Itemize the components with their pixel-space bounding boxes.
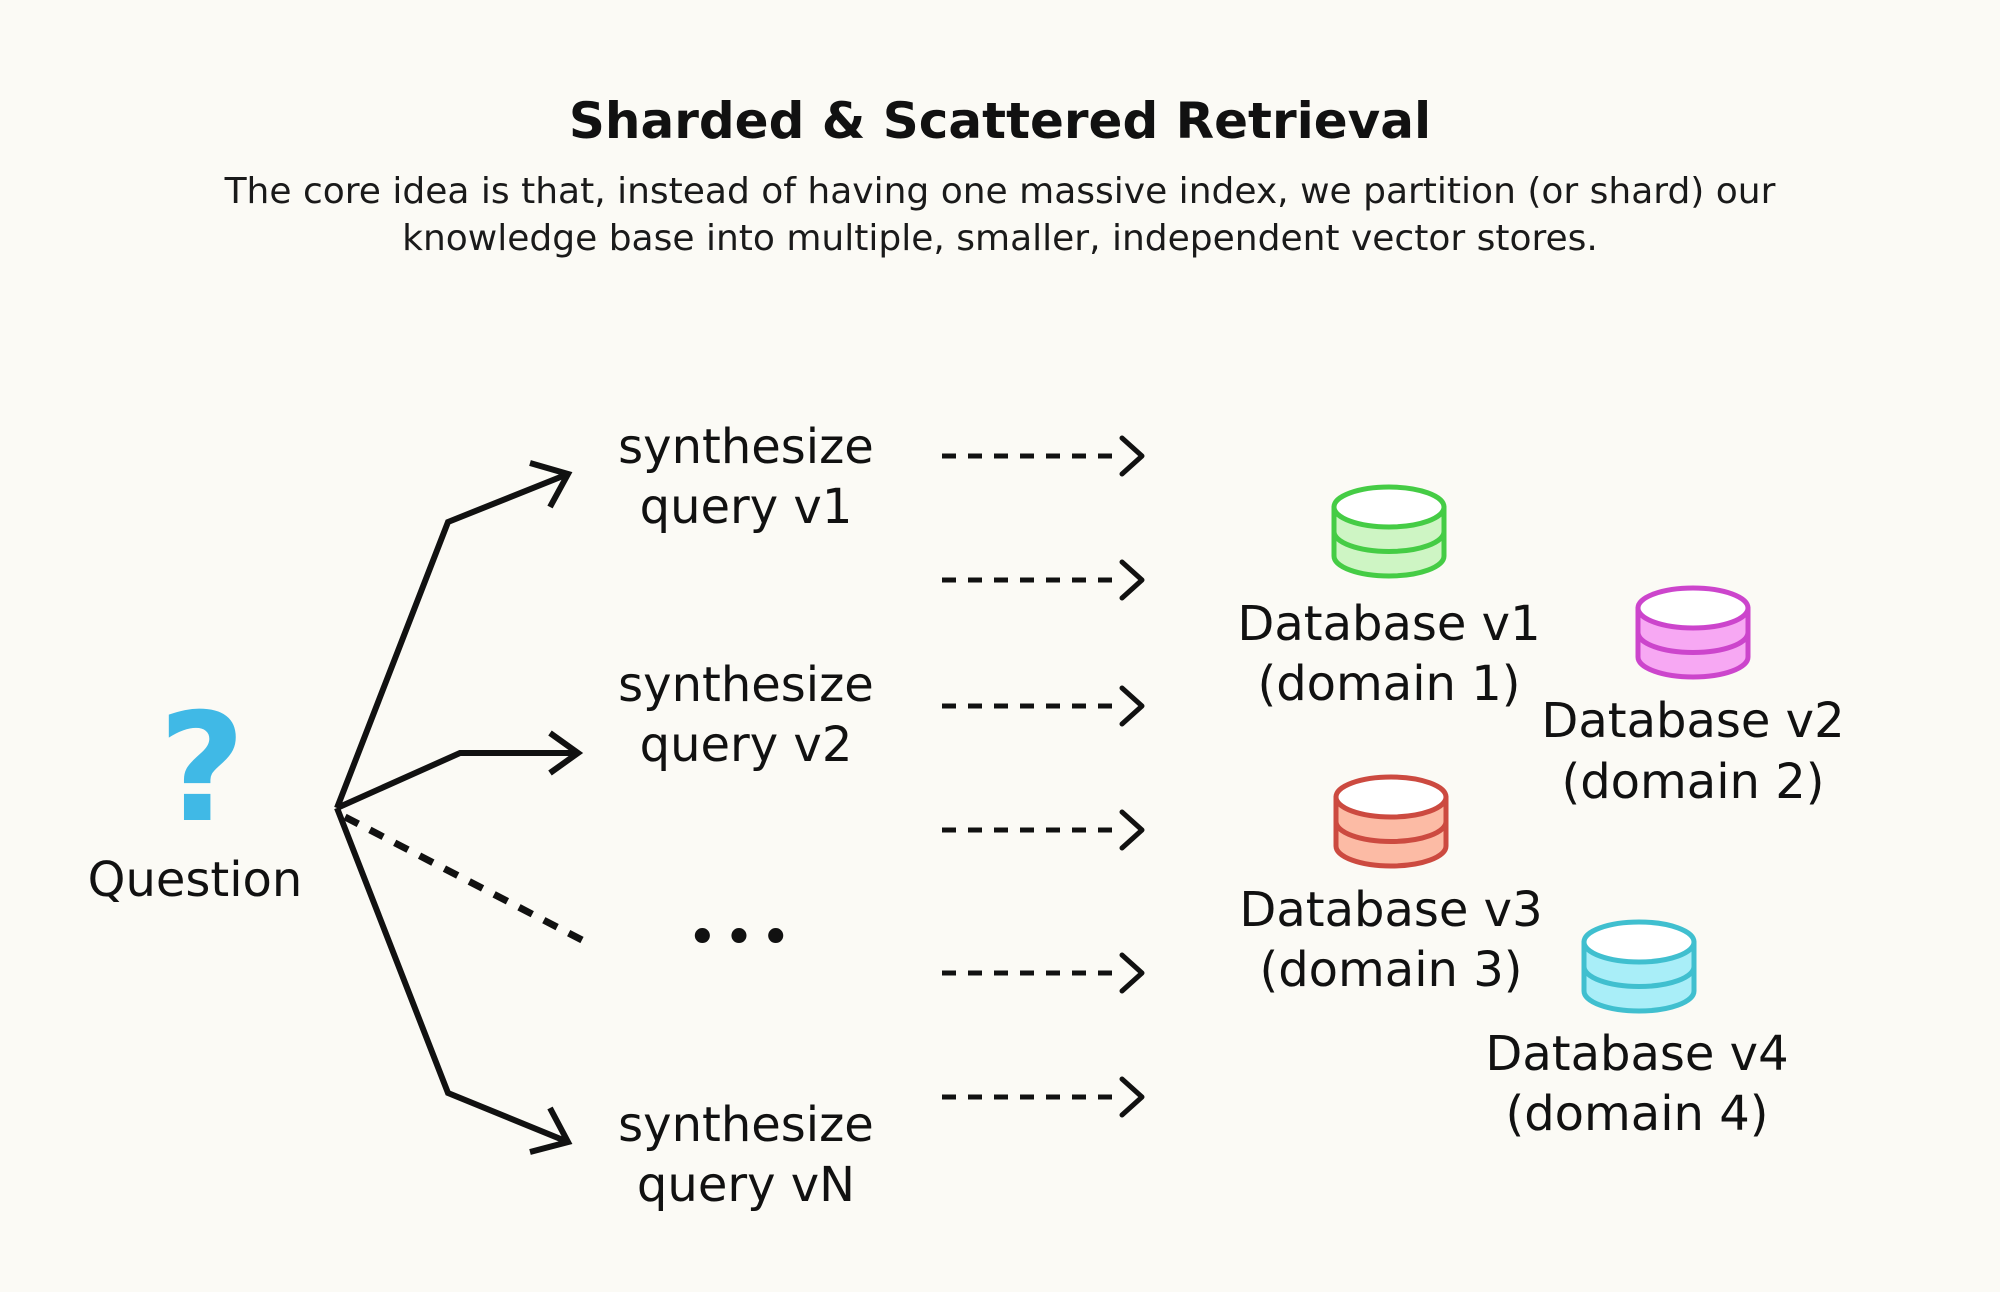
query-label-line-2: query v2 bbox=[640, 717, 853, 773]
database-v3: Database v3 (domain 3) bbox=[1239, 774, 1543, 998]
database-label-line-2: (domain 1) bbox=[1257, 656, 1520, 712]
dashed-arrow-1 bbox=[942, 435, 1145, 477]
query-label-line-2: query v1 bbox=[640, 479, 853, 535]
question-label: Question bbox=[88, 852, 303, 908]
dashed-arrow-4 bbox=[942, 809, 1145, 851]
database-v2: Database v2 (domain 2) bbox=[1541, 585, 1845, 810]
database-cylinder-icon bbox=[1581, 919, 1697, 1014]
database-label-line-1: Database v2 bbox=[1541, 693, 1844, 749]
dashed-arrow-6 bbox=[942, 1076, 1145, 1118]
query-ellipsis: ••• bbox=[687, 908, 797, 968]
database-label-line-2: (domain 3) bbox=[1259, 942, 1522, 998]
database-cylinder-icon bbox=[1331, 484, 1447, 579]
database-label-line-1: Database v4 bbox=[1485, 1026, 1788, 1082]
diagram-subtitle-line-2: knowledge base into multiple, smaller, i… bbox=[402, 218, 1598, 259]
diagram-subtitle-line-1: The core idea is that, instead of having… bbox=[224, 171, 1776, 212]
database-cylinder-icon bbox=[1333, 774, 1449, 869]
database-cylinder-icon bbox=[1635, 585, 1751, 680]
database-label-line-2: (domain 2) bbox=[1561, 754, 1824, 810]
query-label-line-2: query vN bbox=[637, 1157, 855, 1213]
query-node-vn: synthesize query vN bbox=[618, 1097, 874, 1213]
dashed-arrow-2 bbox=[942, 559, 1145, 601]
question-node: ? Question bbox=[88, 682, 303, 908]
dashed-arrow-3 bbox=[942, 685, 1145, 727]
scatter-arrows bbox=[942, 435, 1145, 1118]
query-node-v1: synthesize query v1 bbox=[618, 419, 874, 535]
diagram-title: Sharded & Scattered Retrieval bbox=[569, 92, 1431, 150]
query-label-line-1: synthesize bbox=[618, 1097, 874, 1153]
branch-arrow-query-v1-head bbox=[529, 460, 573, 509]
branch-arrow-query-vn bbox=[334, 806, 570, 1145]
database-label-line-1: Database v1 bbox=[1237, 596, 1540, 652]
branch-arrow-query-v2-head bbox=[548, 730, 584, 776]
branch-arrow-query-v2 bbox=[335, 750, 578, 811]
question-mark-icon: ? bbox=[158, 682, 245, 856]
branch-arrow-query-vn-head bbox=[529, 1106, 573, 1155]
database-label-line-2: (domain 4) bbox=[1505, 1086, 1768, 1142]
database-label-line-1: Database v3 bbox=[1239, 882, 1542, 938]
branch-arrows bbox=[334, 460, 584, 1155]
database-v1: Database v1 (domain 1) bbox=[1237, 484, 1541, 712]
query-node-v2: synthesize query v2 bbox=[618, 657, 874, 773]
branch-arrow-query-v1 bbox=[334, 471, 570, 810]
query-label-line-1: synthesize bbox=[618, 419, 874, 475]
database-v4: Database v4 (domain 4) bbox=[1485, 919, 1789, 1142]
query-label-line-1: synthesize bbox=[618, 657, 874, 713]
dashed-arrow-5 bbox=[942, 952, 1145, 994]
